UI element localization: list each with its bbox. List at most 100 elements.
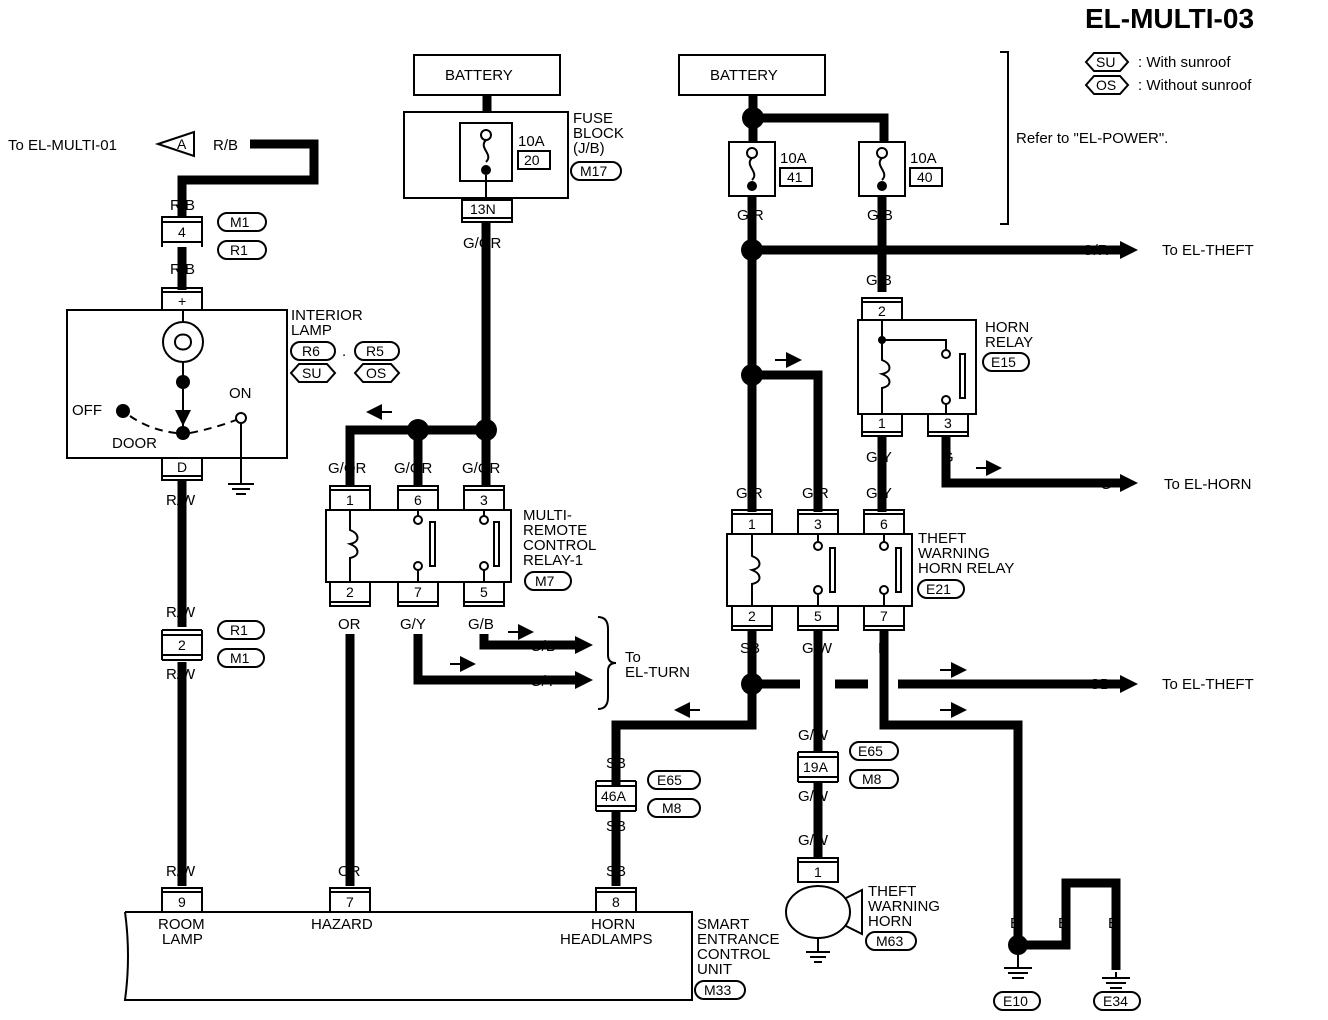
joint46a-conn-e65: E65 <box>657 772 682 788</box>
legend-su-text: : With sunroof <box>1138 54 1231 71</box>
fuse-40: 10A 40 <box>858 141 943 197</box>
horn-relay-wire-gb: G/B <box>866 272 892 289</box>
mrc-pin-top-2: 6 <box>414 492 422 508</box>
theft-pin-top-3: 6 <box>880 516 888 532</box>
to-turn-line1: To <box>625 649 641 666</box>
theft-relay-name-2: WARNING <box>918 545 990 562</box>
secu-room-2: LAMP <box>162 931 203 948</box>
multi01-wire-label: R/B <box>213 137 238 154</box>
fuse-block-name-1: FUSE <box>573 110 613 127</box>
ground-e10-symbol <box>1004 955 1032 979</box>
theft-relay-name-1: THEFT <box>918 530 966 547</box>
theft-warning-horn: 1 <box>785 857 863 963</box>
joint4-wire-top: R/B <box>170 197 195 214</box>
to-turn-wire-gb: G/B <box>530 638 556 655</box>
to-theft-top-wire: G/R <box>1082 242 1109 259</box>
lamp-term-plus: + <box>178 293 186 309</box>
mrc-pin-bot-1: 2 <box>346 584 354 600</box>
secu-pin-hazard: 7 <box>346 894 354 910</box>
battery-right-box <box>678 54 826 96</box>
fuse-block-name-2: BLOCK <box>573 125 624 142</box>
secu-conn: M33 <box>704 982 731 998</box>
mrc-pin-top-3: 3 <box>480 492 488 508</box>
to-theft-top-label: To EL-THEFT <box>1162 242 1254 259</box>
mrc-wire-bot-1: OR <box>338 616 361 633</box>
interior-lamp: + D OFF ON DOOR <box>66 287 288 495</box>
lamp-on: ON <box>229 385 252 402</box>
page-title: EL-MULTI-03 <box>1085 3 1254 34</box>
fuse-block-20: 10A 20 13N <box>403 111 569 223</box>
fuse20-no: 20 <box>524 152 540 168</box>
lamp-name-1: INTERIOR <box>291 307 363 324</box>
battery-left-box <box>413 54 561 96</box>
secu-pin-room: 9 <box>178 894 186 910</box>
mrc-pin-bot-3: 5 <box>480 584 488 600</box>
joint-46a-connector: 46A <box>595 780 637 812</box>
multi01-connector-arrow <box>154 130 195 158</box>
wire-battery-right <box>748 95 889 145</box>
fuse20-amps: 10A <box>518 133 545 150</box>
secu-name-2: ENTRANCE <box>697 931 780 948</box>
legend-su-code: SU <box>1096 54 1115 70</box>
joint2-conn-m1: M1 <box>230 650 250 666</box>
to-horn-wire: G <box>1100 476 1112 493</box>
secu-wire-hazard: OR <box>338 863 361 880</box>
theft-pin-top-1: 1 <box>748 516 756 532</box>
joint46a-wire-top: SB <box>606 755 626 772</box>
fuse40-amps: 10A <box>910 150 937 167</box>
secu-wire-horn: SB <box>606 863 626 880</box>
secu-wire-room: R/W <box>166 863 196 880</box>
horn-relay-pin-top: 2 <box>878 303 886 319</box>
multi-remote-relay: 1 6 3 2 7 5 <box>325 485 512 607</box>
theft-warning-horn-relay: 1 3 6 2 5 7 <box>726 509 913 631</box>
to-multi01-label: To EL-MULTI-01 <box>8 137 117 154</box>
joint4-pin: 4 <box>178 224 186 240</box>
lamp-su: SU <box>302 365 321 381</box>
theft-pin-top-2: 3 <box>814 516 822 532</box>
ground-wire-b-3: B <box>1108 915 1118 932</box>
mrc-conn: M7 <box>535 573 555 589</box>
joint4-wire-bottom: R/B <box>170 261 195 278</box>
horn-relay-pin-bot-1: 1 <box>878 415 886 431</box>
wire-gr-branch <box>752 370 823 512</box>
secu-horn-2: HEADLAMPS <box>560 931 653 948</box>
splice-gor-2 <box>475 419 497 441</box>
lamp-conn-sep: . <box>342 343 346 360</box>
fuse41-no: 41 <box>787 169 803 185</box>
mrc-wire-top-2: G/OR <box>394 460 433 477</box>
horn-relay-name-2: RELAY <box>985 334 1033 351</box>
secu-name-1: SMART <box>697 916 749 933</box>
ground-e34-symbol <box>1102 972 1130 989</box>
horn-relay-name-1: HORN <box>985 319 1029 336</box>
multi01-connector-label: A <box>177 136 187 152</box>
mrc-pin-bot-2: 7 <box>414 584 422 600</box>
theft-horn-name-3: HORN <box>868 913 912 930</box>
legend-os-text: : Without sunroof <box>1138 77 1252 94</box>
mrc-wire-top-1: G/OR <box>328 460 367 477</box>
theft-horn-name-2: WARNING <box>868 898 940 915</box>
ground-e10: E10 <box>1003 993 1028 1009</box>
wire-b-ground <box>879 630 1023 940</box>
secu-room-1: ROOM <box>158 916 205 933</box>
secu-name-3: CONTROL <box>697 946 770 963</box>
joint-4-connector: 4 <box>161 216 203 247</box>
splice-gr <box>741 239 763 261</box>
joint4-conn-r1: R1 <box>230 242 248 258</box>
wire-gor-main <box>345 222 491 486</box>
theft-wire-top-2: G/R <box>802 485 829 502</box>
wire-rb-top <box>177 139 319 218</box>
horn-relay-conn: E15 <box>991 354 1016 370</box>
theft-pin-bot-1: 2 <box>748 608 756 624</box>
lamp-name-2: LAMP <box>291 322 332 339</box>
wire-g-horn <box>941 436 1120 488</box>
lamp-off: OFF <box>72 402 102 419</box>
fuse41-amps: 10A <box>780 150 807 167</box>
splice-gr-2 <box>741 364 763 386</box>
to-theft-bottom-label: To EL-THEFT <box>1162 676 1254 693</box>
mrc-name-2: REMOTE <box>523 522 587 539</box>
secu-name-4: UNIT <box>697 961 732 978</box>
theft-pin-bot-3: 7 <box>880 608 888 624</box>
wire-gor-branches <box>413 430 491 486</box>
lamp-term-d: D <box>177 459 187 475</box>
